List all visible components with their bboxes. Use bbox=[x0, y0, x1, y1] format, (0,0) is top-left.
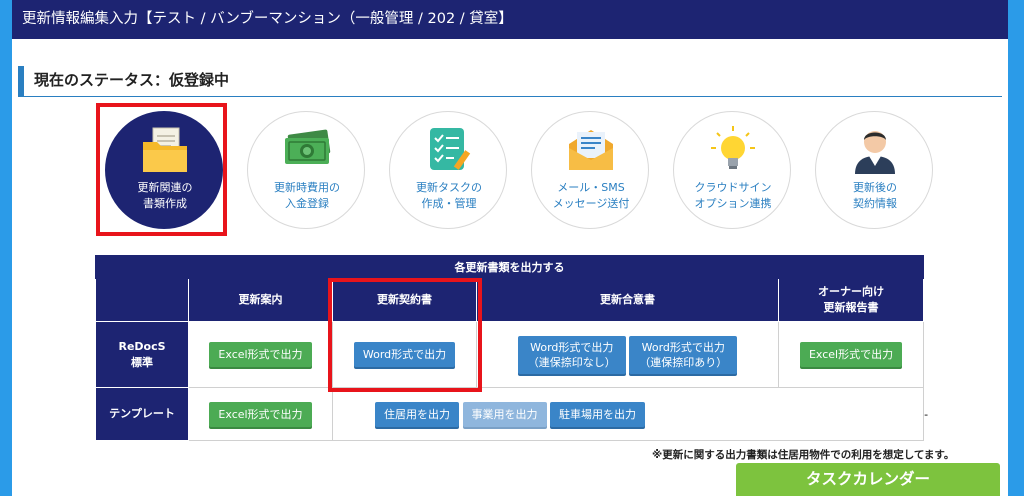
template-business-button[interactable]: 事業用を出力 bbox=[462, 401, 547, 427]
step-label: クラウドサイン オプション連携 bbox=[694, 181, 772, 210]
table-cell: Excel形式で出力 bbox=[777, 321, 925, 388]
page-frame: 更新情報編集入力【テスト / バンブーマンション（一般管理 / 202 / 貸室… bbox=[12, 0, 1008, 496]
step-document-creation[interactable]: 更新関連の 書類作成 bbox=[105, 111, 223, 229]
output-table: 各更新書類を出力する 更新案内 更新契約書 更新合意書 オーナー向け 更新報告書… bbox=[94, 255, 928, 441]
table-cell: Word形式で出力 （連保捺印なし） Word形式で出力 （連保捺印あり） bbox=[476, 321, 779, 388]
step-payment-registration[interactable]: 更新時費用の 入金登録 bbox=[247, 111, 365, 229]
envelope-icon bbox=[569, 130, 613, 170]
status-heading: 現在のステータス：仮登録中 bbox=[18, 66, 1002, 97]
table-cell: 住居用を出力 事業用を出力 駐車場用を出力 bbox=[331, 387, 925, 441]
step-task-management[interactable]: 更新タスクの 作成・管理 bbox=[389, 111, 507, 229]
workflow-steps: 更新関連の 書類作成 更新時費用の 入金登録 bbox=[12, 111, 1008, 235]
redocs-notice-excel-button[interactable]: Excel形式で出力 bbox=[209, 342, 312, 367]
template-notice-excel-button[interactable]: Excel形式で出力 bbox=[209, 401, 312, 427]
step-contract-info[interactable]: 更新後の 契約情報 bbox=[815, 111, 933, 229]
redocs-agreement-stamp-button[interactable]: Word形式で出力 （連保捺印あり） bbox=[629, 335, 738, 374]
checklist-pencil-icon bbox=[430, 128, 471, 170]
step-label: 更新タスクの 作成・管理 bbox=[416, 181, 482, 210]
table-cell: Excel形式で出力 bbox=[188, 387, 333, 441]
template-parking-button[interactable]: 駐車場用を出力 bbox=[550, 401, 645, 427]
redocs-contract-word-button[interactable]: Word形式で出力 bbox=[353, 342, 456, 367]
redocs-owner-excel-button[interactable]: Excel形式で出力 bbox=[799, 342, 903, 367]
template-residential-button[interactable]: 住居用を出力 bbox=[375, 401, 459, 427]
usage-note: ※更新に関する出力書類は住居用物件での利用を想定してます。 bbox=[652, 449, 955, 461]
step-label: 更新後の 契約情報 bbox=[853, 181, 897, 210]
banknote-icon bbox=[285, 129, 331, 164]
step-label: 更新時費用の 入金登録 bbox=[274, 181, 340, 210]
folder-documents-icon bbox=[143, 127, 187, 172]
row-header-template: テンプレート bbox=[95, 387, 189, 441]
step-label: 更新関連の 書類作成 bbox=[137, 181, 193, 210]
redocs-agreement-nostamp-button[interactable]: Word形式で出力 （連保捺印なし） bbox=[517, 335, 626, 374]
col-header-agreement: 更新合意書 bbox=[476, 278, 779, 322]
person-icon bbox=[855, 131, 895, 174]
row-header-redocs: ReDocS 標準 bbox=[95, 321, 189, 388]
table-cell: Excel形式で出力 bbox=[188, 321, 333, 388]
table-title: 各更新書類を出力する bbox=[94, 255, 925, 279]
table-corner bbox=[95, 278, 189, 322]
task-calendar-button[interactable]: タスクカレンダー bbox=[736, 463, 1000, 496]
lightbulb-icon bbox=[711, 126, 755, 169]
step-cloudsign[interactable]: クラウドサイン オプション連携 bbox=[673, 111, 791, 229]
col-header-contract: 更新契約書 bbox=[332, 278, 477, 322]
table-cell: Word形式で出力 bbox=[332, 321, 477, 388]
step-mail-sms[interactable]: メール・SMS メッセージ送付 bbox=[531, 111, 649, 229]
col-header-notice: 更新案内 bbox=[188, 278, 333, 322]
page-title: 更新情報編集入力【テスト / バンブーマンション（一般管理 / 202 / 貸室… bbox=[12, 0, 1008, 39]
step-label: メール・SMS メッセージ送付 bbox=[552, 181, 630, 210]
col-header-owner-report: オーナー向け 更新報告書 bbox=[777, 278, 925, 322]
